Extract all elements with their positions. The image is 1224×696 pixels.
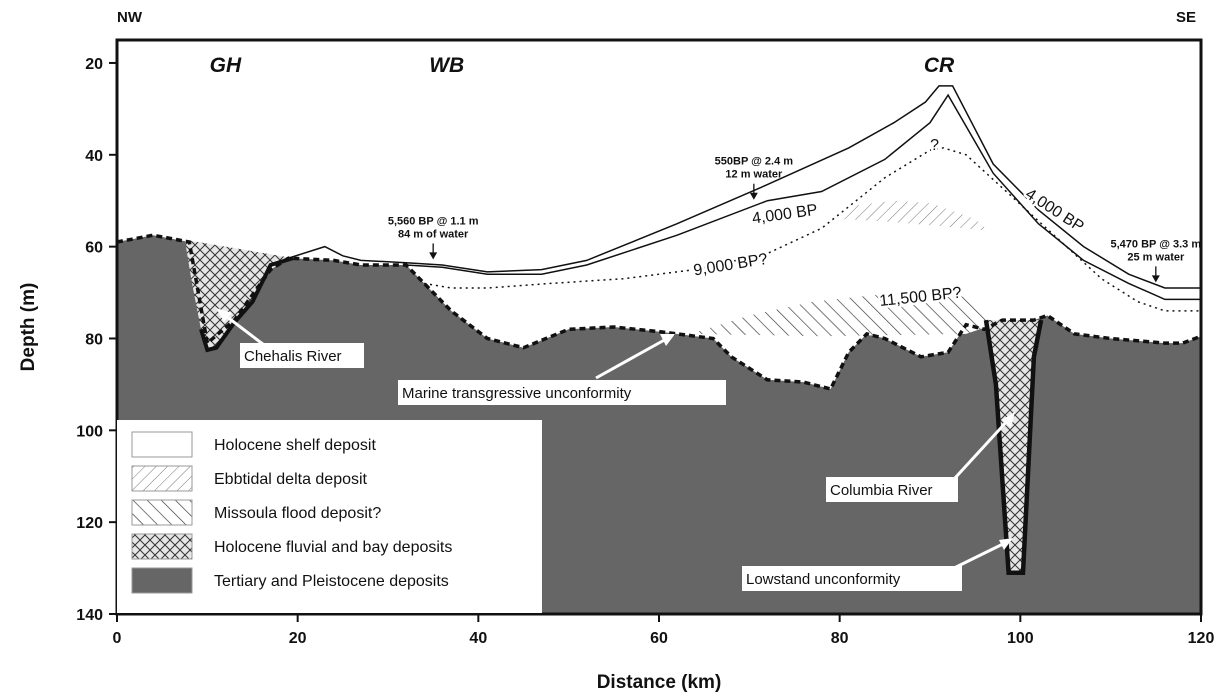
lower-surface-profile <box>406 93 1201 301</box>
y-tick-label: 40 <box>85 148 103 165</box>
y-tick-label: 140 <box>76 607 103 624</box>
x-tick-label: 40 <box>469 630 487 647</box>
site-label-cr: CR <box>924 54 955 77</box>
x-tick-label: 80 <box>831 630 849 647</box>
legend-label-tertiary: Tertiary and Pleistocene deposits <box>214 573 449 590</box>
unconformity-arrow <box>595 336 669 380</box>
date-line1: 550BP @ 2.4 m <box>715 156 794 168</box>
unconformity-arrowhead <box>660 334 675 346</box>
lowstand-label: Lowstand unconformity <box>746 571 901 588</box>
date-annotation: 5,560 BP @ 1.1 m84 m of water <box>388 215 479 260</box>
ebbtidal-delta-deposit <box>844 200 989 231</box>
site-label-gh: GH <box>210 54 242 77</box>
missoula-flood-deposit <box>690 294 994 337</box>
lowstand-callout: Lowstand unconformity <box>742 538 1013 591</box>
columbia-arrowhead <box>1002 412 1015 428</box>
y-tick-label: 120 <box>76 515 103 532</box>
nw-label: NW <box>117 9 143 26</box>
legend-swatch-holocene_shelf <box>131 431 193 458</box>
x-axis-title: Distance (km) <box>597 672 722 693</box>
x-tick-label: 60 <box>650 630 668 647</box>
columbia-label-box <box>826 477 958 502</box>
legend-label-ebbtidal: Ebbtidal delta deposit <box>214 471 368 488</box>
x-tick-label: 0 <box>113 630 122 647</box>
chehalis-arrowhead <box>216 308 232 322</box>
columbia-arrow <box>953 416 1012 480</box>
y-tick-label: 100 <box>76 423 103 440</box>
x-tick-label: 120 <box>1188 630 1215 647</box>
lowstand-arrowhead <box>999 538 1013 550</box>
legend-swatch-ebbtidal <box>131 465 193 492</box>
legend-swatch-tertiary <box>131 567 193 594</box>
x-tick-label: 20 <box>289 630 307 647</box>
x-tick-label: 100 <box>1007 630 1034 647</box>
date-line2: 25 m water <box>1127 251 1185 263</box>
date-line1: 5,470 BP @ 3.3 m <box>1111 238 1202 250</box>
date-line2: 12 m water <box>725 169 783 181</box>
site-labels: GH WB CR <box>210 54 955 77</box>
upper-surface-profile <box>288 85 1201 289</box>
legend-label-fluvial: Holocene fluvial and bay deposits <box>214 539 452 556</box>
date-line2: 84 m of water <box>398 228 469 240</box>
y-tick-label: 80 <box>85 331 103 348</box>
chehalis-arrow <box>221 311 269 350</box>
date-annotations: 5,560 BP @ 1.1 m84 m of water 550BP @ 2.4… <box>388 156 1202 283</box>
horizon-9000bp-line <box>423 147 1201 312</box>
legend-label-missoula: Missoula flood deposit? <box>214 505 381 522</box>
unconformity-callout: Marine transgressive unconformity <box>398 334 726 405</box>
columbia-callout: Columbia River <box>826 412 1015 502</box>
date-annotation: 5,470 BP @ 3.3 m25 m water <box>1111 238 1202 283</box>
horizon-label: 4,000 BP <box>1022 186 1086 236</box>
legend-swatch-fluvial <box>131 533 193 560</box>
legend-label-holocene_shelf: Holocene shelf deposit <box>214 437 376 454</box>
horizon-label: 9,000 BP? <box>692 251 769 279</box>
y-tick-label: 20 <box>85 56 103 73</box>
axis-ticks: 0 20 40 60 80 100 120 20 40 60 80 100 120 140 <box>76 56 1214 647</box>
chehalis-label: Chehalis River <box>244 348 342 365</box>
date-arrowhead <box>749 192 758 200</box>
se-label: SE <box>1176 9 1196 26</box>
chehalis-river-fill <box>184 239 294 350</box>
columbia-label: Columbia River <box>830 482 933 499</box>
date-annotation: 550BP @ 2.4 m12 m water <box>715 156 794 200</box>
chehalis-callout: Chehalis River <box>216 308 364 368</box>
lowstand-arrow <box>949 540 1008 572</box>
unconformity-label: Marine transgressive unconformity <box>402 385 632 402</box>
lowstand-label-box <box>742 566 962 591</box>
columbia-channel-walls <box>983 319 1044 575</box>
y-axis-title: Depth (m) <box>18 283 39 372</box>
date-line1: 5,560 BP @ 1.1 m <box>388 215 479 227</box>
date-arrowhead <box>1151 275 1160 283</box>
columbia-river-fill <box>986 320 1042 573</box>
horizon-label: ? <box>930 137 939 154</box>
horizon-label: 4,000 BP <box>751 202 819 228</box>
date-arrowhead <box>429 252 438 260</box>
legend-swatch-missoula <box>131 499 193 526</box>
chehalis-label-box <box>240 343 364 368</box>
unconformity-label-box <box>398 380 726 405</box>
site-label-wb: WB <box>429 54 464 77</box>
y-tick-label: 60 <box>85 240 103 257</box>
